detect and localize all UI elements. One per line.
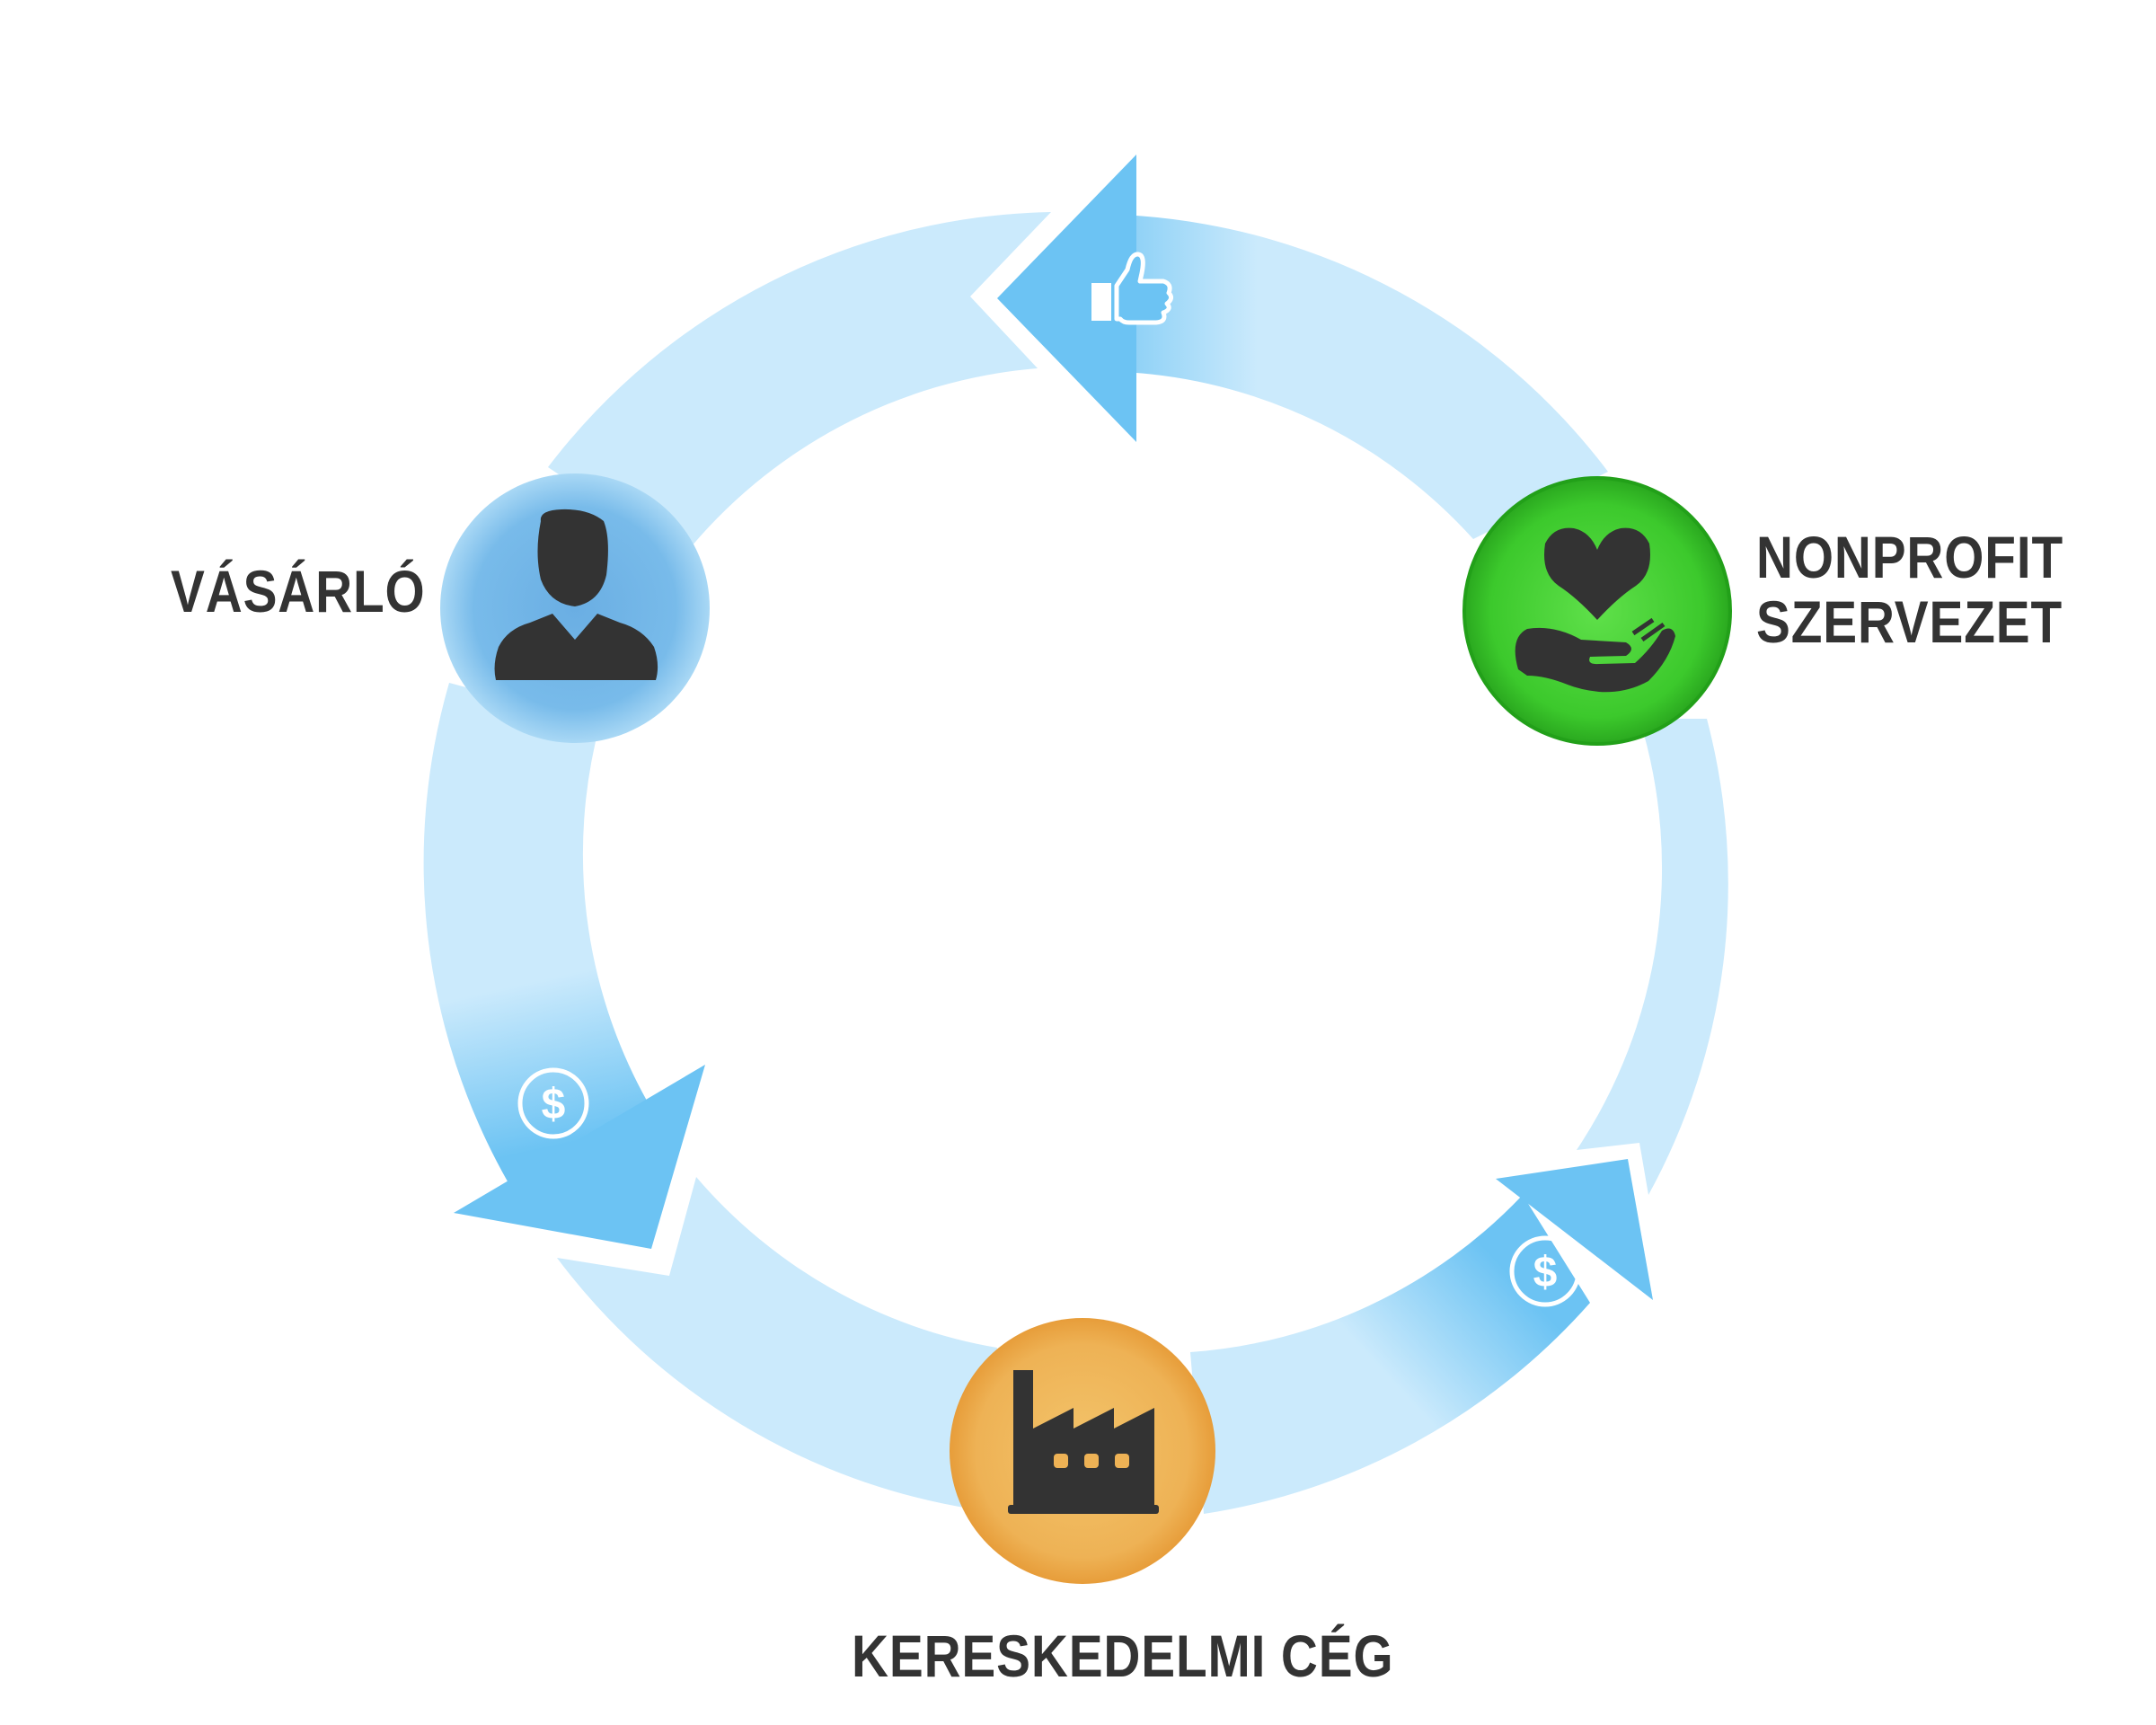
- arrow-band-bottom-left: [557, 1177, 997, 1509]
- node-label-nonprofit-line1: NONPROFIT: [1756, 524, 2063, 590]
- svg-text:$: $: [542, 1081, 566, 1128]
- node-nonprofit: [1462, 476, 1732, 746]
- node-company: [950, 1318, 1215, 1584]
- node-label-buyer: VÁSÁRLÓ: [171, 558, 426, 624]
- thumbs-up-icon: [1091, 252, 1174, 325]
- node-label-nonprofit-line2: SZERVEZET: [1756, 588, 2063, 655]
- arrow-band-nonprofit-to-buyer: [1136, 216, 1608, 539]
- arrow-band-right: [1577, 719, 1728, 1195]
- person-icon: [494, 509, 658, 680]
- dollar-icon: $: [517, 1067, 589, 1139]
- arrow-band-top-left: [548, 212, 1051, 557]
- arrow-head-to-buyer: [997, 155, 1136, 442]
- node-label-company: KERESKEDELMI CÉG: [852, 1623, 1394, 1689]
- arrow-head-to-nonprofit: [1496, 1159, 1653, 1300]
- factory-icon: [1008, 1370, 1159, 1514]
- heart-hand-icon: [1515, 527, 1675, 693]
- dollar-icon: $: [1509, 1235, 1581, 1307]
- arrow-band-company-to-nonprofit: [1190, 1195, 1590, 1514]
- svg-text:$: $: [1533, 1249, 1558, 1296]
- arrow-head-to-company: [454, 1065, 705, 1249]
- node-label-nonprofit: NONPROFIT SZERVEZET: [1756, 525, 2063, 654]
- arrow-band-buyer-to-company: [423, 683, 647, 1181]
- node-buyer: [440, 473, 710, 743]
